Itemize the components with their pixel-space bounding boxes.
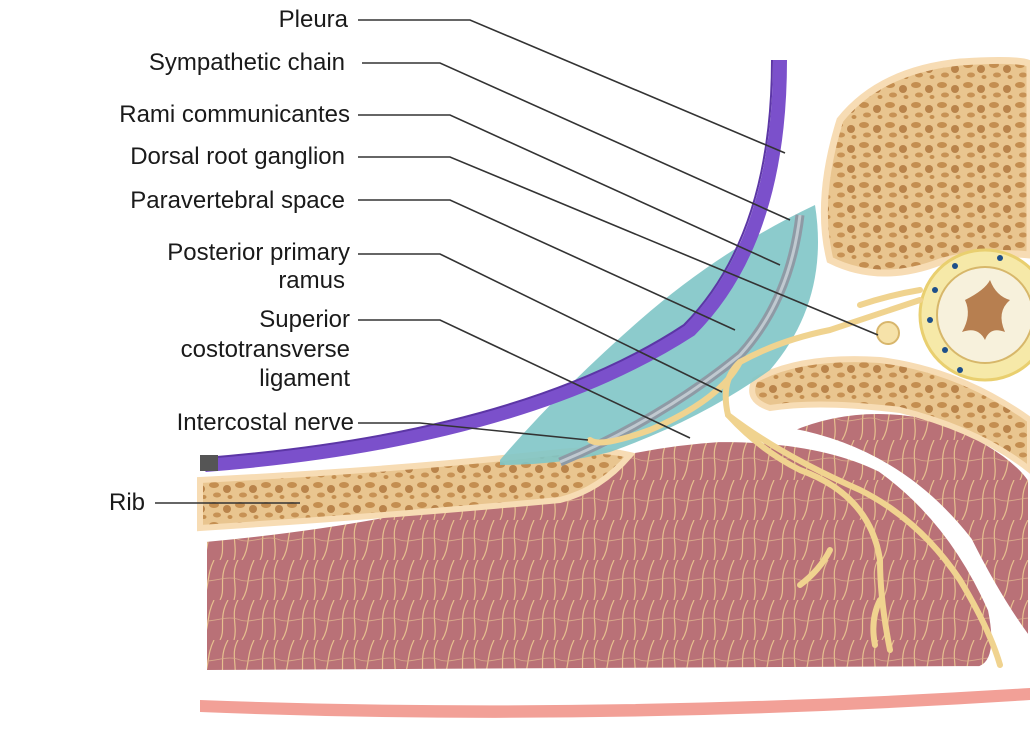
label-rami-communicantes: Rami communicantes [119,100,350,130]
label-pleura: Pleura [279,5,348,35]
dorsal-root-ganglion [877,322,899,344]
label-sympathetic-chain: Sympathetic chain [149,48,345,78]
label-rib: Rib [109,488,145,518]
label-posterior-primary-ramus-line2: ramus [278,266,345,296]
label-superior-costotransverse-line2: costotransverse [181,335,350,365]
vertebral-body [824,60,1030,273]
label-superior-costotransverse-line3: ligament [259,364,350,394]
label-superior-costotransverse-line1: Superior [259,305,350,335]
label-paravertebral-space: Paravertebral space [130,186,345,216]
label-intercostal-nerve: Intercostal nerve [177,408,354,438]
label-dorsal-root-ganglion: Dorsal root ganglion [130,142,345,172]
skin-layer [200,688,1030,718]
label-posterior-primary-ramus-line1: Posterior primary [167,238,350,268]
